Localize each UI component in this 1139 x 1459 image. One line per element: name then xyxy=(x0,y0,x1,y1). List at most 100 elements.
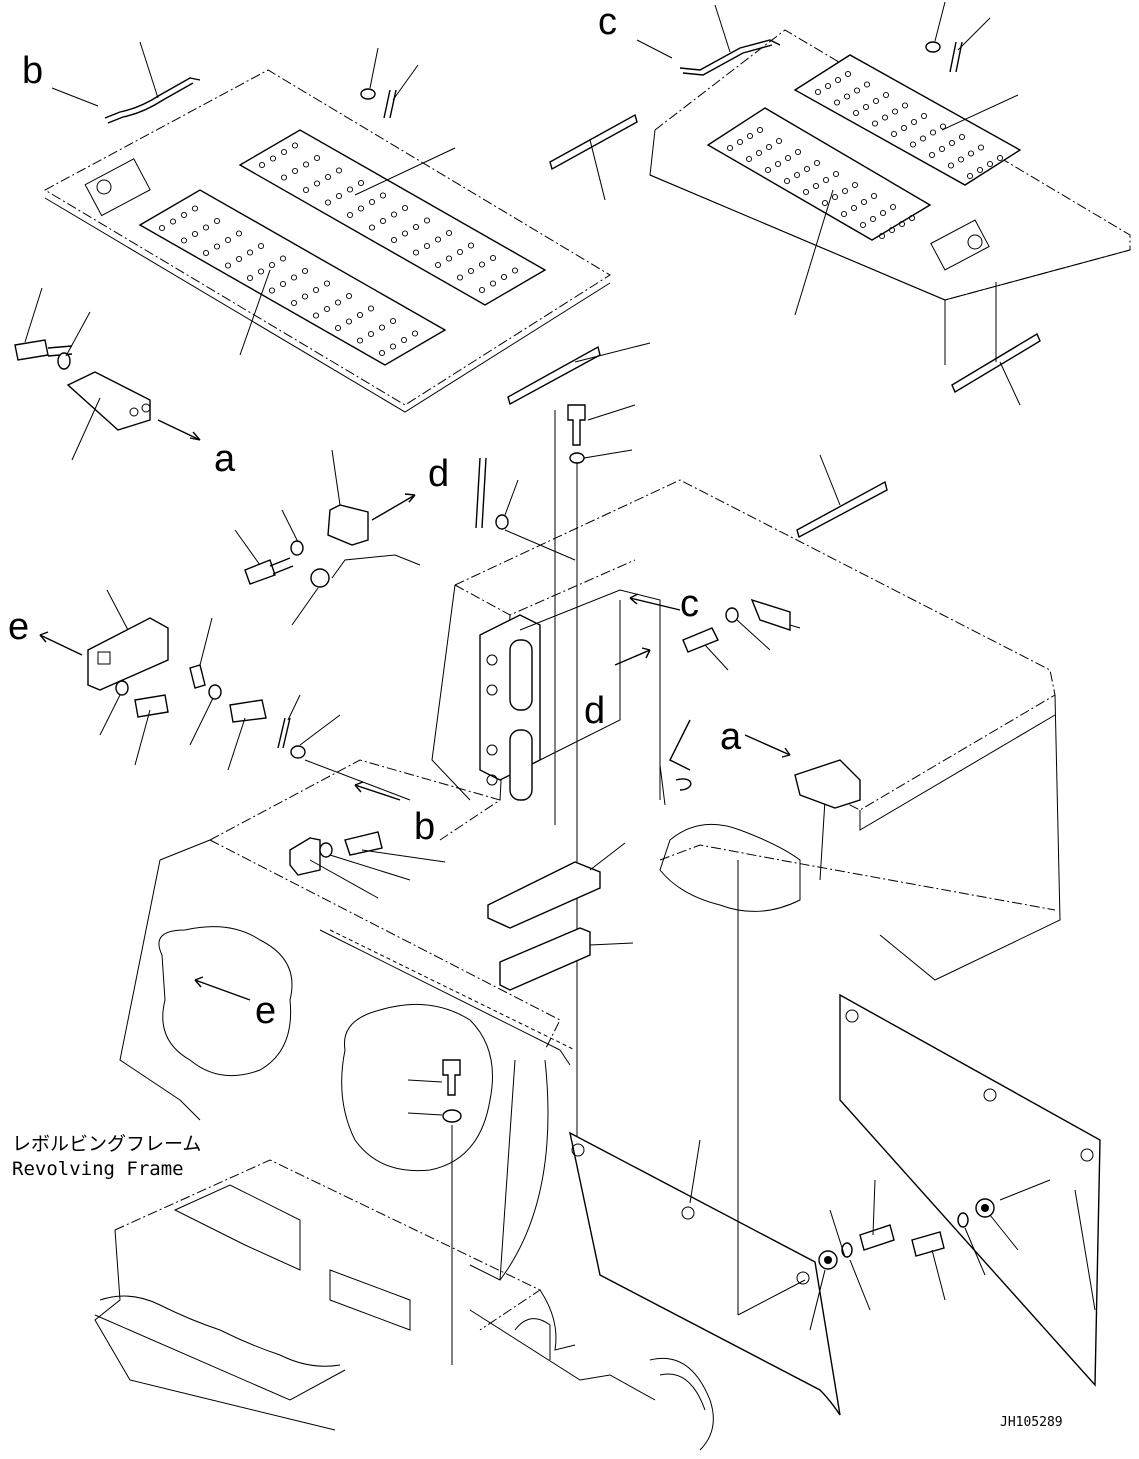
undercover-left xyxy=(569,1131,841,1416)
perforation-hole xyxy=(301,293,309,300)
perforation-hole xyxy=(412,223,420,231)
perforated-plate-right-lower xyxy=(706,107,932,241)
callout-b-floor: b xyxy=(414,806,436,848)
perforation-hole xyxy=(901,102,909,109)
rubber-pad-lower xyxy=(499,927,591,991)
perforation-hole xyxy=(324,173,332,181)
perforation-hole xyxy=(793,171,801,179)
perforation-hole xyxy=(890,130,898,138)
perforation-hole xyxy=(301,267,309,275)
perforation-hole xyxy=(313,154,321,162)
perforation-hole xyxy=(401,204,409,212)
perforation-hole xyxy=(889,203,897,211)
perforation-hole xyxy=(784,154,792,162)
undercover-right xyxy=(839,993,1101,1387)
perforation-hole xyxy=(279,255,287,262)
perforation-hole xyxy=(745,155,753,163)
perforation-hole xyxy=(257,242,265,250)
perforation-hole xyxy=(378,349,386,357)
perforation-hole xyxy=(379,192,387,199)
perforation-hole xyxy=(863,81,871,88)
callout-e-left: e xyxy=(8,606,30,648)
perforation-hole xyxy=(938,145,946,153)
perforation-hole xyxy=(291,142,299,149)
perforation-hole xyxy=(765,143,773,151)
perforation-hole xyxy=(869,215,877,223)
perforation-hole xyxy=(356,337,364,344)
perforation-hole xyxy=(882,91,890,99)
perforation-hole xyxy=(367,330,375,338)
left-cover xyxy=(43,69,611,413)
perforation-hole xyxy=(335,192,343,200)
perforation-hole xyxy=(335,167,343,174)
perforation-hole xyxy=(746,132,754,140)
perforation-hole xyxy=(996,154,1004,162)
perforation-hole xyxy=(445,255,453,262)
perforation-hole xyxy=(434,261,442,269)
perforated-plate-lower xyxy=(138,189,447,366)
bracket-d xyxy=(234,449,421,626)
perforation-hole xyxy=(456,248,464,256)
perforation-hole xyxy=(862,103,870,111)
perforation-hole xyxy=(831,193,839,201)
callout-b-top: b xyxy=(22,50,44,92)
perforation-hole xyxy=(411,330,419,337)
perforation-hole xyxy=(966,172,974,180)
perforation-hole xyxy=(268,261,276,269)
perforation-hole xyxy=(434,236,442,243)
perforation-hole xyxy=(489,254,497,262)
perforation-hole xyxy=(841,187,849,195)
perforation-hole xyxy=(257,268,265,275)
perforation-hole xyxy=(313,180,321,187)
perforation-hole xyxy=(258,161,266,169)
perforation-hole xyxy=(191,205,199,212)
perforation-hole xyxy=(390,236,398,244)
perforation-hole xyxy=(775,137,783,145)
perforation-hole xyxy=(764,166,772,174)
perforation-hole xyxy=(872,97,880,105)
revolving-frame-label-jp: レボルビングフレーム xyxy=(12,1133,202,1155)
perforation-hole xyxy=(919,135,927,142)
perforation-hole xyxy=(269,155,277,162)
perforation-hole xyxy=(323,280,331,287)
callout-c-floor: c xyxy=(680,583,699,625)
perforation-hole xyxy=(368,198,376,206)
rubber-pad-upper xyxy=(487,861,601,929)
perforation-hole xyxy=(844,70,852,78)
revolving-frame-label-en: Revolving Frame xyxy=(12,1158,184,1180)
perforation-hole xyxy=(202,249,210,257)
perforation-hole xyxy=(878,232,886,240)
perforation-hole xyxy=(920,112,928,120)
perforation-hole xyxy=(860,198,868,206)
perforation-hole xyxy=(834,76,842,84)
perforation-hole xyxy=(213,217,221,225)
perforation-hole xyxy=(794,148,802,156)
perforation-hole xyxy=(909,141,917,148)
perforation-hole xyxy=(445,229,453,237)
perforation-hole xyxy=(378,324,386,331)
perforation-hole xyxy=(756,126,764,134)
callout-a-side: a xyxy=(720,716,742,758)
perforation-hole xyxy=(368,224,376,231)
callout-a-top: a xyxy=(214,438,236,480)
bracket-e xyxy=(39,589,411,801)
perforation-hole xyxy=(976,166,984,174)
perforation-hole xyxy=(412,249,420,256)
perforation-hole xyxy=(812,182,820,190)
perforation-hole xyxy=(356,311,364,319)
perforation-hole xyxy=(755,149,763,157)
perforation-hole xyxy=(803,165,811,173)
perforation-hole xyxy=(881,114,889,121)
perforation-hole xyxy=(853,87,861,94)
perforation-hole xyxy=(357,179,365,187)
perforation-hole xyxy=(736,138,744,146)
perforation-hole xyxy=(367,305,375,312)
callout-e-frame: e xyxy=(255,990,277,1032)
perforation-hole xyxy=(246,274,254,282)
perforation-hole xyxy=(346,186,354,193)
perforation-hole xyxy=(986,160,994,168)
perforation-hole xyxy=(821,199,829,207)
perforation-hole xyxy=(312,286,320,294)
